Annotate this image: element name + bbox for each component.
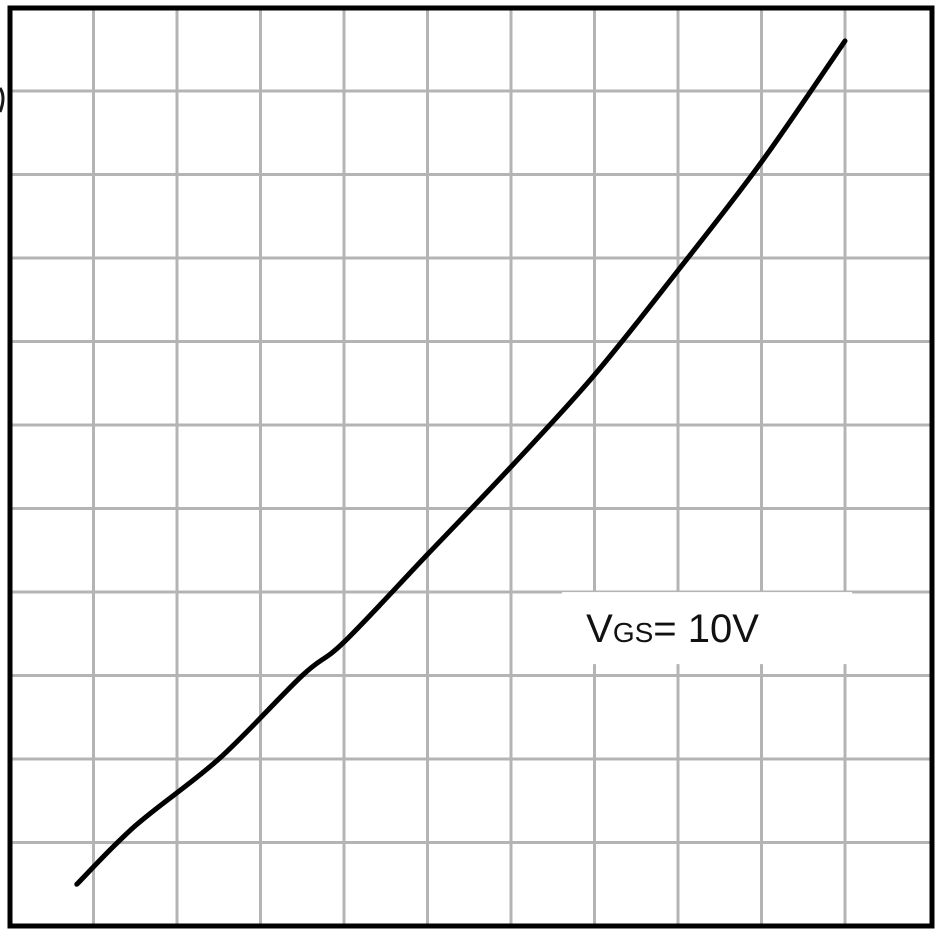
annotation-main: V: [586, 607, 613, 651]
curve-annotation: VGS= 10V: [562, 592, 853, 665]
series-line-vgs-10v: [74, 38, 848, 887]
annotation-background: [562, 592, 853, 665]
annotation-suffix: = 10V: [653, 607, 759, 651]
clipped-axis-label-fragment: [0, 87, 5, 113]
chart-grid: [10, 8, 932, 926]
annotation-label: VGS= 10V: [586, 607, 759, 651]
plot-frame: [7, 5, 935, 929]
annotation-subscript: GS: [613, 617, 653, 648]
